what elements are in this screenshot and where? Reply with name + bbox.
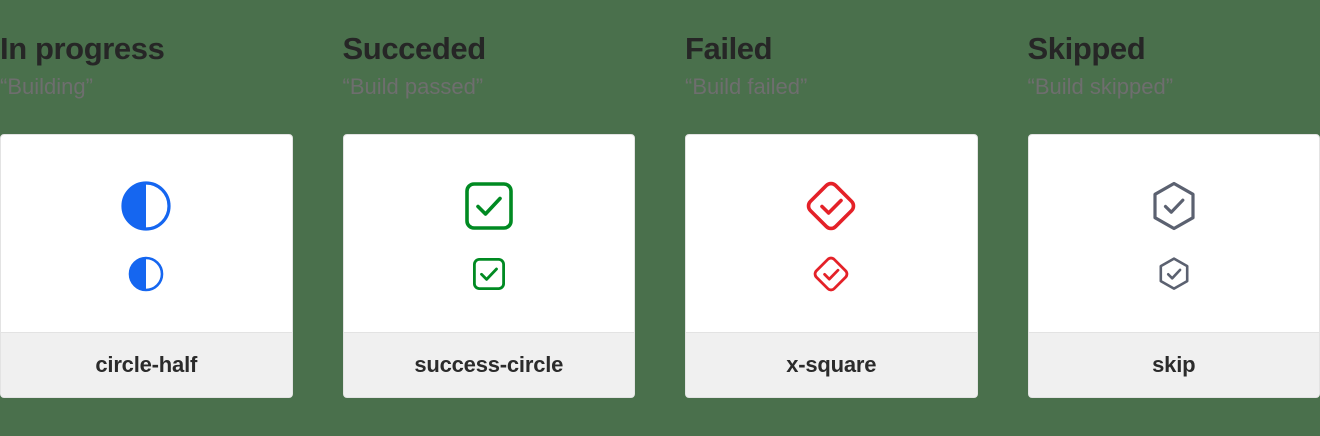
icon-card-footer-x-square: x-square (686, 332, 977, 398)
icon-card-body-x-square (686, 135, 977, 332)
page-title-skipped: Skipped (1027, 31, 1146, 66)
column-subtitle-in-progress: “Building” (0, 74, 93, 100)
icon-card-x-square[interactable]: x-square (685, 134, 978, 399)
icon-card-footer-circle-half: circle-half (1, 332, 292, 398)
column-subtitle-skipped: “Build skipped” (1027, 74, 1174, 100)
success-circle-icon-large (464, 180, 514, 232)
icon-card-success-circle[interactable]: success-circle (342, 134, 635, 399)
icon-card-skip[interactable]: skip (1027, 134, 1320, 399)
circle-half-icon-small (128, 256, 164, 292)
column-subtitle-failed: “Build failed” (685, 74, 808, 100)
icon-card-label-success-circle: success-circle (414, 352, 564, 378)
status-column-in-progress: In progress “Building” (0, 0, 293, 436)
icon-card-label-x-square: x-square (786, 352, 877, 378)
icon-card-label-circle-half: circle-half (95, 352, 198, 378)
column-header-failed: Failed “Build failed” (685, 0, 978, 99)
icon-card-circle-half[interactable]: circle-half (0, 134, 293, 399)
page-title-in-progress: In progress (0, 31, 165, 66)
icon-card-body-skip (1029, 135, 1320, 332)
status-column-skipped: Skipped “Build skipped” (1027, 0, 1320, 436)
page-title-succeded: Succeded (342, 31, 487, 66)
column-subtitle-succeded: “Build passed” (342, 74, 484, 100)
column-header-skipped: Skipped “Build skipped” (1028, 0, 1320, 99)
status-column-failed: Failed “Build failed” (685, 0, 978, 436)
column-header-in-progress: In progress “Building” (0, 0, 293, 99)
circle-half-icon-large (120, 180, 172, 232)
icon-card-body-success-circle (344, 135, 635, 332)
column-header-succeded: Succeded “Build passed” (343, 0, 636, 99)
skip-icon-small (1156, 256, 1192, 292)
skip-icon-large (1148, 180, 1200, 232)
x-square-icon-small (812, 256, 850, 292)
status-column-succeded: Succeded “Build passed” (342, 0, 636, 436)
x-square-icon-large (804, 180, 858, 232)
icon-card-label-skip: skip (1152, 352, 1196, 378)
page-title-failed: Failed (685, 31, 773, 66)
success-circle-icon-small (472, 256, 506, 292)
icon-card-footer-success-circle: success-circle (343, 332, 634, 398)
icon-card-body-circle-half (1, 135, 292, 332)
icon-card-footer-skip: skip (1028, 332, 1319, 398)
